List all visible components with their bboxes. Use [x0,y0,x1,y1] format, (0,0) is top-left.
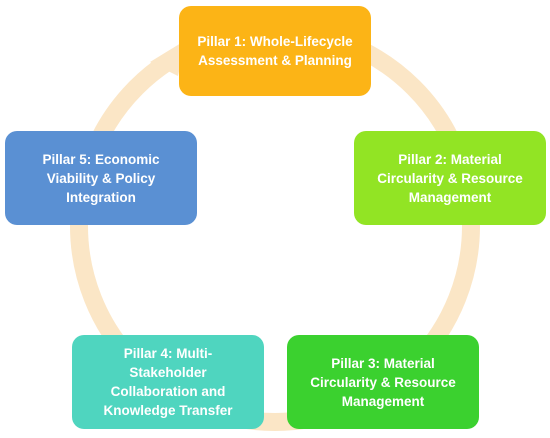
pillar-2-box: Pillar 2: Material Circularity & Resourc… [354,131,546,225]
pillar-5-label: Pillar 5: Economic Viability & Policy In… [42,151,160,205]
pillar-1-label: Pillar 1: Whole-Lifecycle Assessment & P… [197,34,353,68]
pillar-4-label: Pillar 4: Multi- Stakeholder Collaborati… [103,346,233,418]
pillar-1-box: Pillar 1: Whole-Lifecycle Assessment & P… [179,6,371,96]
pillar-3-box: Pillar 3: Material Circularity & Resourc… [287,335,479,429]
pillar-4-box: Pillar 4: Multi- Stakeholder Collaborati… [72,335,264,429]
pillar-5-box: Pillar 5: Economic Viability & Policy In… [5,131,197,225]
pillar-3-label: Pillar 3: Material Circularity & Resourc… [310,355,456,409]
cycle-arrowhead [150,40,186,76]
pillar-2-label: Pillar 2: Material Circularity & Resourc… [377,151,523,205]
